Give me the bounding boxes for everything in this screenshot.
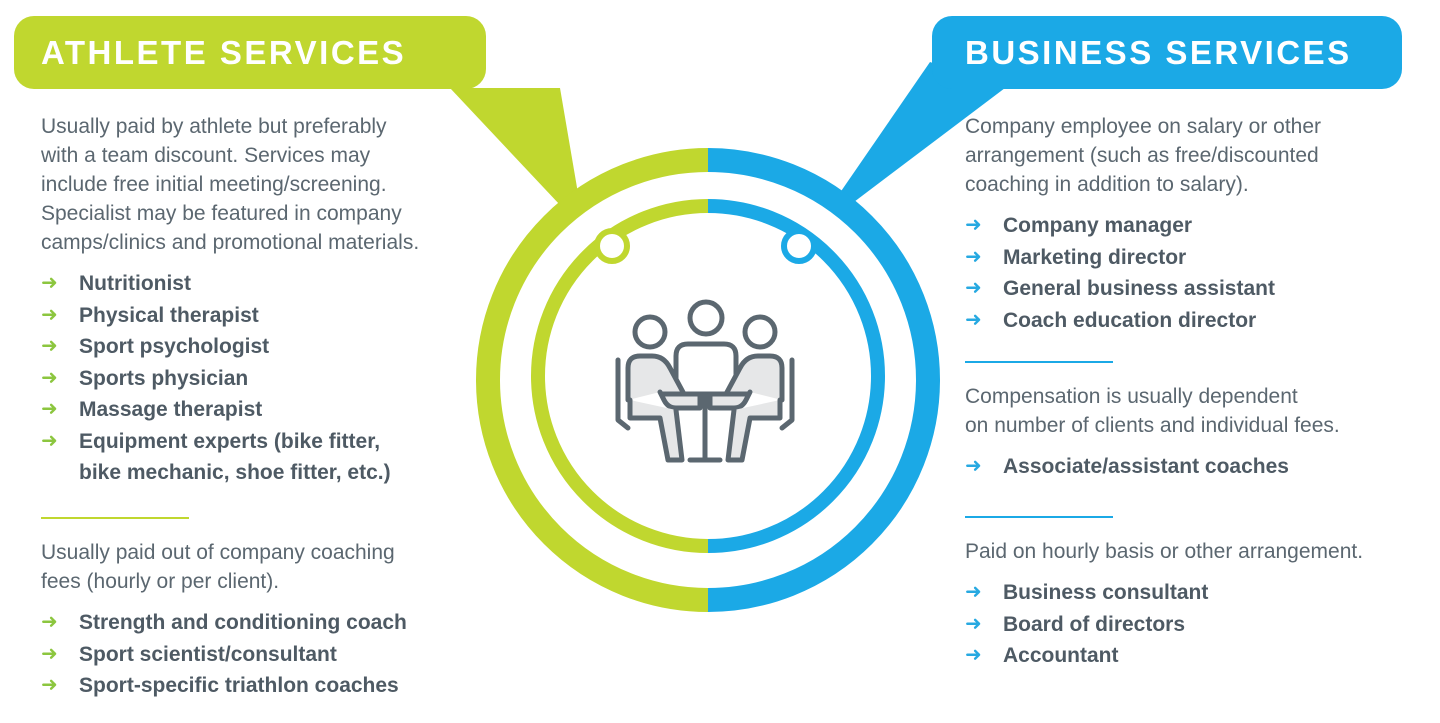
business-intro2-text: Compensation is usually dependent on num… — [965, 385, 1340, 437]
arrow-right-icon: ➜ — [965, 455, 982, 477]
list-item: ➜Massage therapist — [41, 394, 391, 426]
arrow-right-icon: ➜ — [41, 335, 58, 357]
business-consulting-list: ➜Business consultant ➜Board of directors… — [965, 577, 1208, 672]
athlete-connector-node — [594, 228, 630, 264]
outer-ring-right-half — [707, 148, 940, 612]
athlete-services-list: ➜Nutritionist ➜Physical therapist ➜Sport… — [41, 268, 391, 489]
arrow-right-icon: ➜ — [965, 245, 982, 268]
athlete-services-title: ATHLETE SERVICES — [41, 33, 407, 71]
list-item: ➜Associate/assistant coaches — [965, 451, 1289, 483]
inner-ring-right-half — [707, 199, 885, 553]
business-services-title: BUSINESS SERVICES — [965, 33, 1352, 71]
list-item: ➜Nutritionist — [41, 268, 391, 300]
list-item: ➜Business consultant — [965, 577, 1208, 609]
list-item: ➜Sport-specific triathlon coaches — [41, 670, 407, 702]
business-connector-node — [781, 228, 817, 264]
list-item: ➜Board of directors — [965, 609, 1208, 641]
arrow-right-icon: ➜ — [41, 642, 58, 665]
arrow-right-icon: ➜ — [965, 277, 982, 299]
list-item: ➜Equipment experts (bike fitter, bike me… — [41, 426, 391, 489]
athlete-intro-text: Usually paid by athlete but preferably w… — [41, 115, 420, 254]
athlete-coaching-list: ➜Strength and conditioning coach ➜Sport … — [41, 607, 407, 702]
arrow-right-icon: ➜ — [41, 398, 58, 420]
business-coaches-list: ➜Associate/assistant coaches — [965, 451, 1289, 483]
business-services-list: ➜Company manager ➜Marketing director ➜Ge… — [965, 210, 1275, 336]
list-item: ➜Accountant — [965, 640, 1208, 672]
business-intro3-text: Paid on hourly basis or other arrangemen… — [965, 540, 1364, 563]
list-item: ➜Coach education director — [965, 305, 1275, 337]
arrow-right-icon: ➜ — [41, 674, 58, 696]
list-item: ➜Sport scientist/consultant — [41, 639, 407, 671]
list-item: ➜Strength and conditioning coach — [41, 607, 407, 639]
business-divider-1 — [965, 361, 1113, 363]
inner-ring-left-half — [531, 199, 709, 553]
athlete-callout-tail — [450, 88, 580, 205]
list-item: ➜General business assistant — [965, 273, 1275, 305]
arrow-right-icon: ➜ — [965, 308, 982, 331]
arrow-right-icon: ➜ — [41, 429, 58, 452]
arrow-right-icon: ➜ — [965, 612, 982, 635]
arrow-right-icon: ➜ — [965, 214, 982, 236]
list-item: ➜Physical therapist — [41, 300, 391, 332]
meeting-people-at-table-icon — [615, 299, 795, 463]
athlete-services-header: ATHLETE SERVICES — [14, 16, 486, 89]
athlete-intro2-text: Usually paid out of company coaching fee… — [41, 541, 395, 593]
list-item: ➜Sport psychologist — [41, 331, 391, 363]
business-intro-text: Company employee on salary or other arra… — [965, 115, 1322, 196]
arrow-right-icon: ➜ — [965, 581, 982, 603]
business-services-header: BUSINESS SERVICES — [932, 16, 1402, 89]
list-item: ➜Sports physician — [41, 363, 391, 395]
outer-ring-left-half — [476, 148, 709, 612]
arrow-right-icon: ➜ — [41, 366, 58, 389]
arrow-right-icon: ➜ — [965, 644, 982, 666]
list-item: ➜Company manager — [965, 210, 1275, 242]
athlete-divider — [41, 517, 189, 519]
list-item: ➜Marketing director — [965, 242, 1275, 274]
business-divider-2 — [965, 516, 1113, 518]
business-callout-tail — [835, 62, 1005, 205]
arrow-right-icon: ➜ — [41, 611, 58, 633]
arrow-right-icon: ➜ — [41, 272, 58, 294]
arrow-right-icon: ➜ — [41, 303, 58, 326]
